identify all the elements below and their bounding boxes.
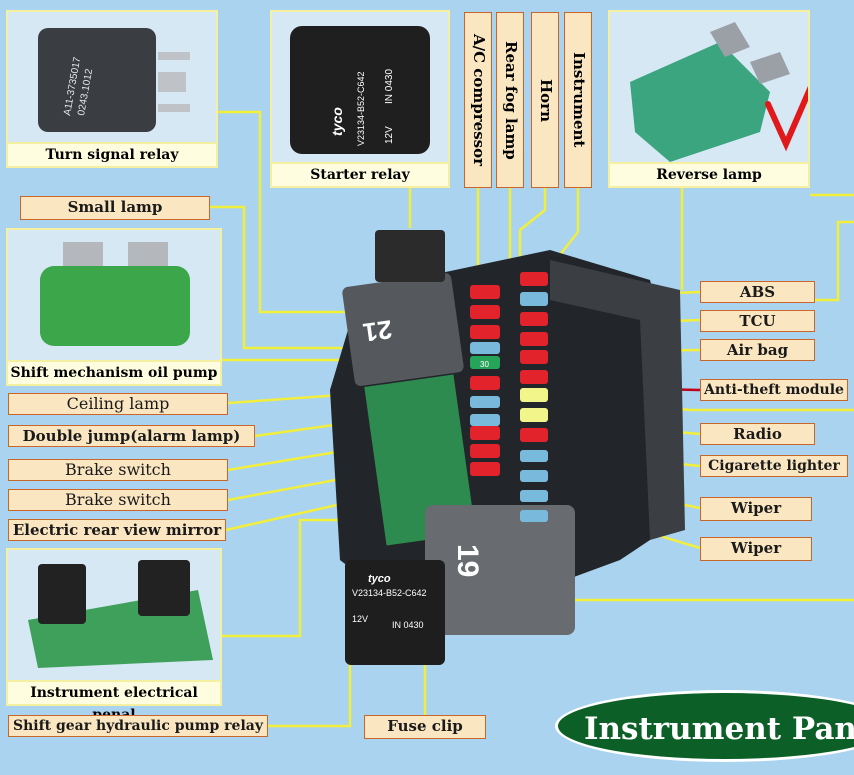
turn-signal-relay-body	[38, 28, 156, 132]
lower-relay-body	[345, 560, 445, 665]
label-tcu: TCU	[700, 310, 815, 332]
right-fuse-column	[520, 272, 548, 522]
lower-relay-in: IN 0430	[392, 620, 424, 630]
starter-relay-in: IN 0430	[384, 69, 395, 104]
label-brake-switch-1: Brake switch	[8, 459, 228, 481]
label-abs: ABS	[700, 281, 815, 303]
leader-horn	[518, 188, 547, 278]
label-rear-fog-lamp: Rear fog lamp	[496, 12, 524, 188]
check-mark-icon	[765, 85, 808, 152]
instrument-panel-frame: Instrument electrical penal	[6, 548, 222, 723]
turn-signal-relay-frame: A11-3735017 0243.1012 Turn signal relay	[6, 10, 218, 168]
label-electric-rear-view-mirror: Electric rear view mirror	[8, 519, 226, 541]
starter-relay-small	[375, 230, 445, 282]
reverse-lamp-caption: Reverse lamp	[610, 162, 808, 186]
green-pcb	[364, 374, 476, 546]
label-wiper-1: Wiper	[700, 497, 812, 521]
lower-relay-code: V23134-B52-C642	[352, 588, 427, 598]
fuse-box: 21 19 tyco V23134-B52-C642 12V IN 0430 3…	[320, 230, 690, 670]
relay-21-body	[342, 273, 464, 386]
label-air-bag: Air bag	[700, 339, 815, 361]
leader-inst-panel	[222, 518, 360, 638]
shift-oil-pump-caption: Shift mechanism oil pump	[8, 360, 220, 384]
label-small-lamp: Small lamp	[20, 196, 210, 220]
instrument-panel-caption: Instrument electrical penal	[8, 680, 220, 723]
lower-relay-voltage: 12V	[352, 614, 368, 624]
instrument-panel-banner: Instrument Panel	[555, 690, 854, 762]
label-shift-gear-hydraulic-pump-relay: Shift gear hydraulic pump relay	[8, 715, 268, 737]
label-radio: Radio	[700, 423, 815, 445]
relay-19-body	[425, 505, 575, 635]
starter-relay-code: V23134-B52-C642	[356, 71, 366, 146]
lower-relay-brand: tyco	[368, 573, 391, 585]
label-instrument: Instrument	[564, 12, 592, 188]
label-fuse-clip: Fuse clip	[364, 715, 486, 739]
left-fuse-column: 30	[470, 285, 500, 476]
starter-relay-caption: Starter relay	[272, 162, 448, 186]
label-ceiling-lamp: Ceiling lamp	[8, 393, 228, 415]
label-cigarette-lighter: Cigarette lighter	[700, 455, 848, 477]
relay-21-number: 21	[361, 314, 394, 348]
leader-turn-signal	[216, 110, 352, 314]
fuse-box-bracket	[550, 260, 685, 540]
starter-relay-body	[290, 26, 430, 154]
leader-shift-relay	[268, 650, 352, 728]
relay-19-number: 19	[451, 544, 484, 577]
label-double-jump: Double jump(alarm lamp)	[8, 425, 255, 447]
label-anti-theft-module: Anti-theft module	[700, 379, 848, 401]
fuse-30-label: 30	[480, 360, 489, 369]
starter-relay-brand: tyco	[329, 107, 345, 136]
turn-signal-relay-caption: Turn signal relay	[8, 142, 216, 166]
label-brake-switch-2: Brake switch	[8, 489, 228, 511]
reverse-lamp-fuse	[630, 42, 770, 162]
label-wiper-2: Wiper	[700, 537, 812, 561]
label-ac-compressor: A/C compressor	[464, 12, 492, 188]
starter-relay-frame: tyco V23134-B52-C642 12V IN 0430 Starter…	[270, 10, 450, 188]
green-fuse-body	[40, 266, 190, 346]
reverse-lamp-frame: Reverse lamp	[608, 10, 810, 188]
shift-oil-pump-frame: Shift mechanism oil pump	[6, 228, 222, 386]
label-horn: Horn	[531, 12, 559, 188]
starter-relay-voltage: 12V	[384, 126, 395, 144]
